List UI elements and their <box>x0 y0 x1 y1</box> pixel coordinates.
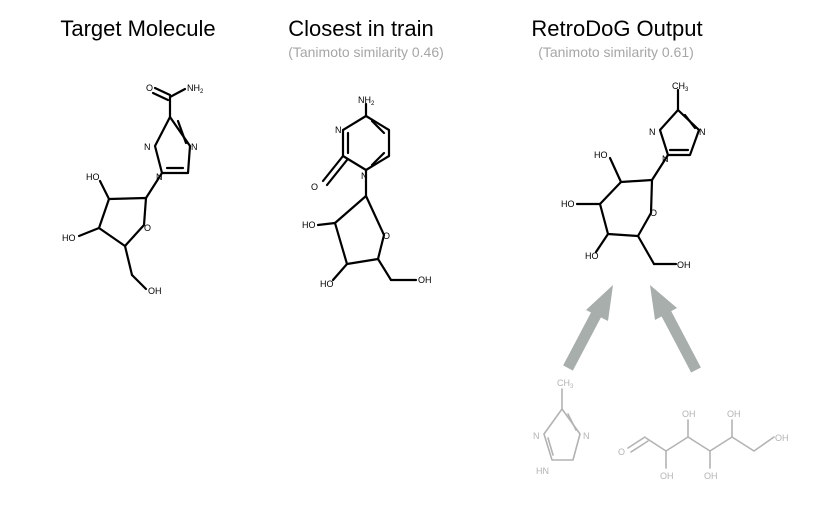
panel-title-target: Target Molecule <box>60 16 216 41</box>
atom-n-ring: N <box>156 172 163 182</box>
atom-ho: HO <box>320 279 334 289</box>
atom-ho: HO <box>302 220 316 230</box>
atom-oh: OH <box>677 260 691 270</box>
atom-n: N <box>335 125 342 135</box>
panel-title-closest: Closest in train <box>288 16 434 41</box>
atom-o-carbonyl: O <box>311 182 318 192</box>
atom-oh: OH <box>775 433 789 443</box>
atom-oh: OH <box>148 286 162 296</box>
reactant-triazole-structure <box>543 388 581 461</box>
atom-nh2: NH2 <box>187 83 204 95</box>
panel-title-retrodog: RetroDoG Output <box>531 16 703 41</box>
atom-ho: HO <box>561 199 575 209</box>
reaction-arrow-left <box>563 285 613 371</box>
atom-o-ring: O <box>650 208 657 218</box>
atom-oh: OH <box>704 471 718 481</box>
panel-subtitle-retrodog: (Tanimoto similarity 0.61) <box>538 44 694 60</box>
atom-o-carbonyl: O <box>146 83 153 93</box>
atom-ho: HO <box>62 233 76 243</box>
atom-nh2: NH2 <box>358 95 375 107</box>
atom-oh: OH <box>727 409 741 419</box>
atom-hn: HN <box>536 466 549 476</box>
target-molecule-structure <box>77 86 192 291</box>
panel-subtitle-closest: (Tanimoto similarity 0.46) <box>288 44 444 60</box>
atom-n: N <box>144 142 151 152</box>
atom-ch3: CH3 <box>672 81 689 93</box>
atom-o-ring: O <box>144 223 151 233</box>
atom-o: O <box>618 447 625 457</box>
atom-n: N <box>533 431 540 441</box>
atom-oh: OH <box>660 471 674 481</box>
atom-oh: OH <box>418 275 432 285</box>
reactant-sugar-structure <box>627 419 775 469</box>
atom-n-ring: N <box>361 171 368 181</box>
atom-oh: OH <box>682 409 696 419</box>
retrodog-molecule-structure <box>575 88 701 266</box>
atom-n: N <box>699 127 706 137</box>
closest-molecule-structure <box>316 102 418 282</box>
reaction-arrow-right <box>650 285 701 373</box>
atom-o-ring: O <box>383 231 390 241</box>
atom-ho: HO <box>585 251 599 261</box>
atom-ho: HO <box>594 150 608 160</box>
atom-n-ring: N <box>662 154 669 164</box>
atom-n: N <box>583 431 590 441</box>
atom-n: N <box>649 127 656 137</box>
atom-ho: HO <box>86 172 100 182</box>
atom-ch3: CH3 <box>557 378 574 390</box>
atom-n: N <box>191 142 198 152</box>
